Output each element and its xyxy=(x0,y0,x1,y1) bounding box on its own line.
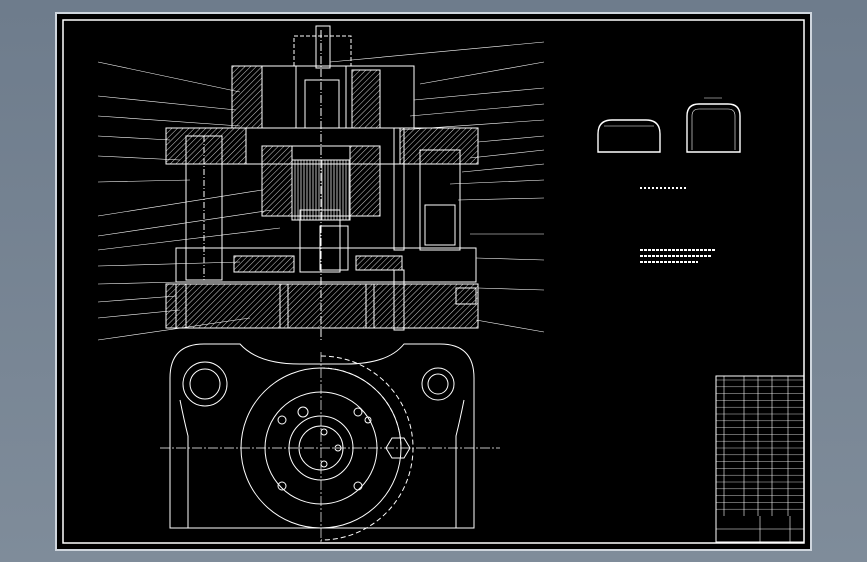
front-section-view xyxy=(165,25,479,340)
leader-lines xyxy=(97,41,545,341)
plan-view xyxy=(160,343,500,544)
part-sketches xyxy=(597,97,741,263)
title-block xyxy=(715,375,805,543)
parts-list-rows xyxy=(716,379,804,510)
inner-frame xyxy=(62,19,805,544)
